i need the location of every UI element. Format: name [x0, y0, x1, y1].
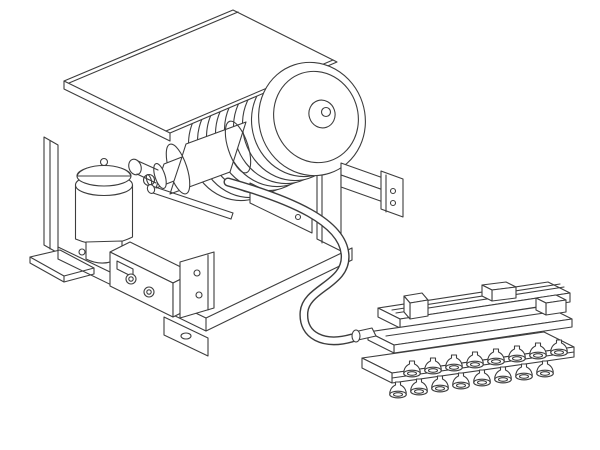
middle-rail [367, 305, 573, 354]
base-frame [29, 136, 353, 357]
knob-2 [143, 286, 155, 298]
screw-1 [193, 269, 201, 277]
gripper-assembly [361, 281, 575, 399]
upright-guide [403, 292, 429, 320]
hose-fitting [351, 327, 377, 343]
motor-front-housing [142, 120, 252, 195]
knob-1 [125, 273, 137, 285]
canister-dome [76, 165, 132, 177]
drawing-root [29, 9, 575, 399]
bracket-flange [380, 170, 404, 218]
support-strut [146, 184, 234, 220]
center-tab [163, 316, 209, 357]
pump-canister [74, 157, 159, 264]
end-block [535, 294, 567, 316]
clamp-block [481, 281, 517, 302]
screw-2 [195, 291, 203, 299]
dome-nipple [99, 157, 109, 167]
fan-cover [258, 61, 366, 177]
vacuum-hose [223, 177, 357, 346]
left-flange [43, 136, 59, 254]
side-panel [179, 251, 215, 319]
drain-fitting [78, 248, 86, 256]
l-bracket [340, 162, 404, 218]
